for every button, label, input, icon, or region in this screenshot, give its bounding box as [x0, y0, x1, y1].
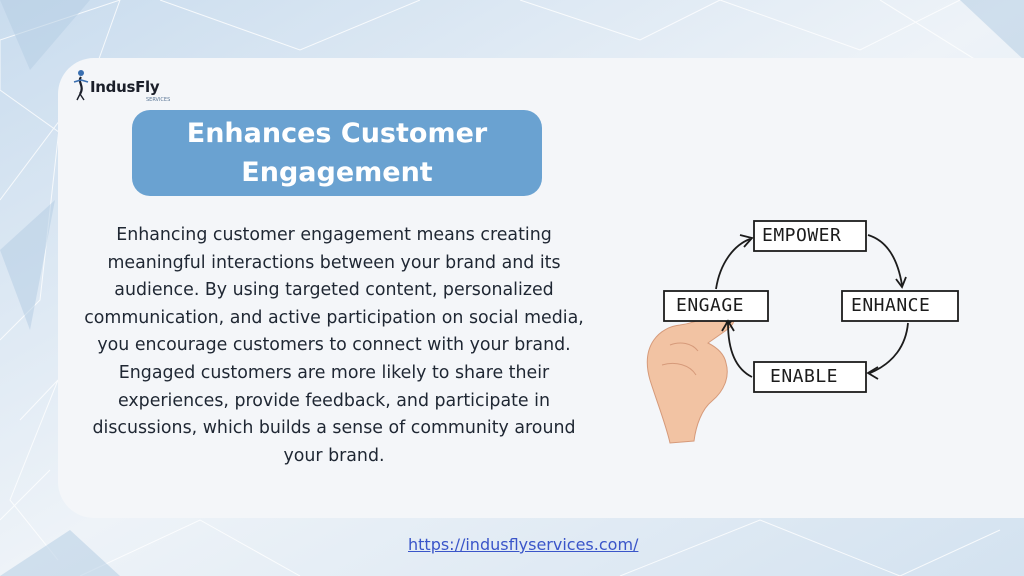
indusfly-logo-icon: [73, 70, 89, 101]
step-box-enable: [753, 361, 867, 393]
website-link[interactable]: https://indusflyservices.com/: [408, 535, 639, 554]
step-label-enhance: ENHANCE: [851, 295, 931, 316]
step-box-engage: [663, 290, 769, 322]
step-box-empower: [753, 220, 867, 252]
step-box-enhance: [841, 290, 959, 322]
cycle-arrows-and-hand: [646, 220, 959, 444]
slide-body-text: Enhancing customer engagement means crea…: [84, 225, 584, 466]
brand-logo: IndusFly SERVICES: [72, 68, 182, 108]
title-banner: Enhances Customer Engagement: [132, 110, 542, 196]
slide-title: Enhances Customer Engagement: [186, 118, 488, 188]
step-label-engage: ENGAGE: [676, 295, 745, 316]
engagement-cycle-diagram: EMPOWER ENHANCE ENABLE ENGAGE: [640, 205, 980, 455]
brand-name: IndusFly: [90, 78, 160, 96]
brand-tagline: SERVICES: [146, 97, 171, 103]
cycle-arrows: [715, 234, 909, 380]
step-label-enable: ENABLE: [770, 366, 839, 387]
step-label-empower: EMPOWER: [762, 225, 842, 246]
